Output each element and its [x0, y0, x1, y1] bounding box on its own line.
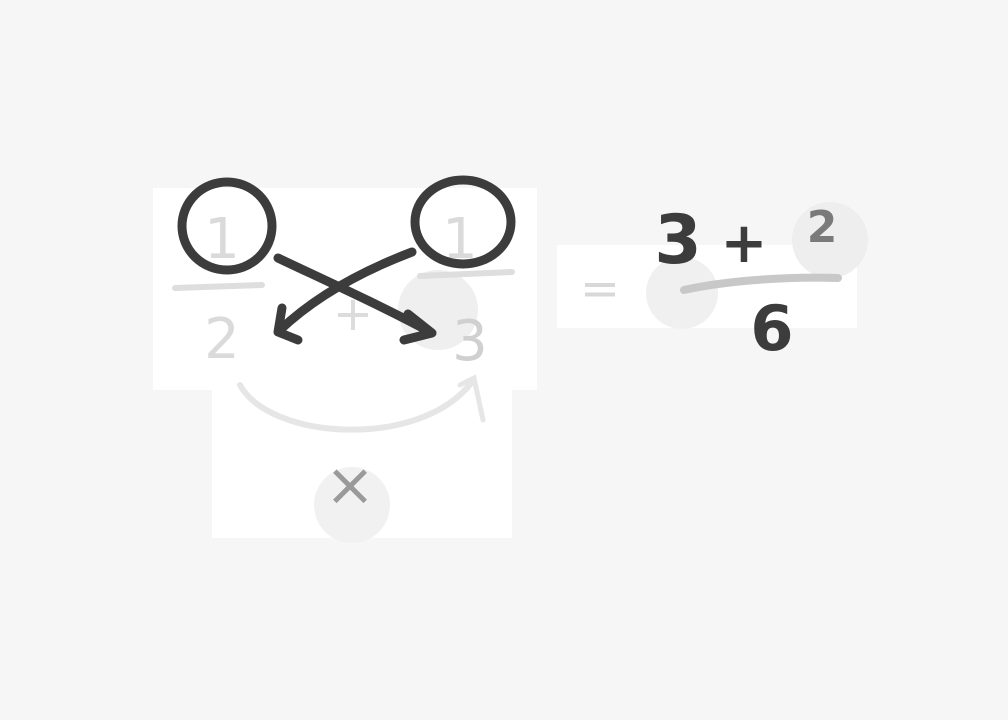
highlight-blob [792, 202, 868, 278]
denominator-arc-head [457, 374, 486, 423]
cross-arrow-head-right [399, 309, 437, 345]
result-numerator-right: 2 [807, 202, 838, 253]
denominator-arc-arrow [237, 379, 475, 433]
second-denominator: 3 [452, 309, 488, 374]
numerator-circle-left [177, 177, 277, 275]
first-numerator: 1 [204, 207, 240, 272]
first-denominator: 2 [204, 307, 240, 372]
cross-arrow-to-left [275, 247, 417, 335]
highlight-blob [314, 467, 390, 543]
result-denominator: 6 [750, 292, 793, 365]
cross-arrow-head-left [273, 303, 303, 345]
first-fraction-bar [172, 282, 265, 291]
multiply-symbol: × [325, 450, 375, 520]
result-numerator-left: 3 [654, 201, 701, 280]
second-fraction-bar [417, 269, 515, 279]
result-fraction-bar [680, 273, 842, 294]
equals-sign: = [580, 261, 620, 317]
numerator-circle-right [410, 175, 516, 269]
result-plus: + [721, 211, 768, 276]
